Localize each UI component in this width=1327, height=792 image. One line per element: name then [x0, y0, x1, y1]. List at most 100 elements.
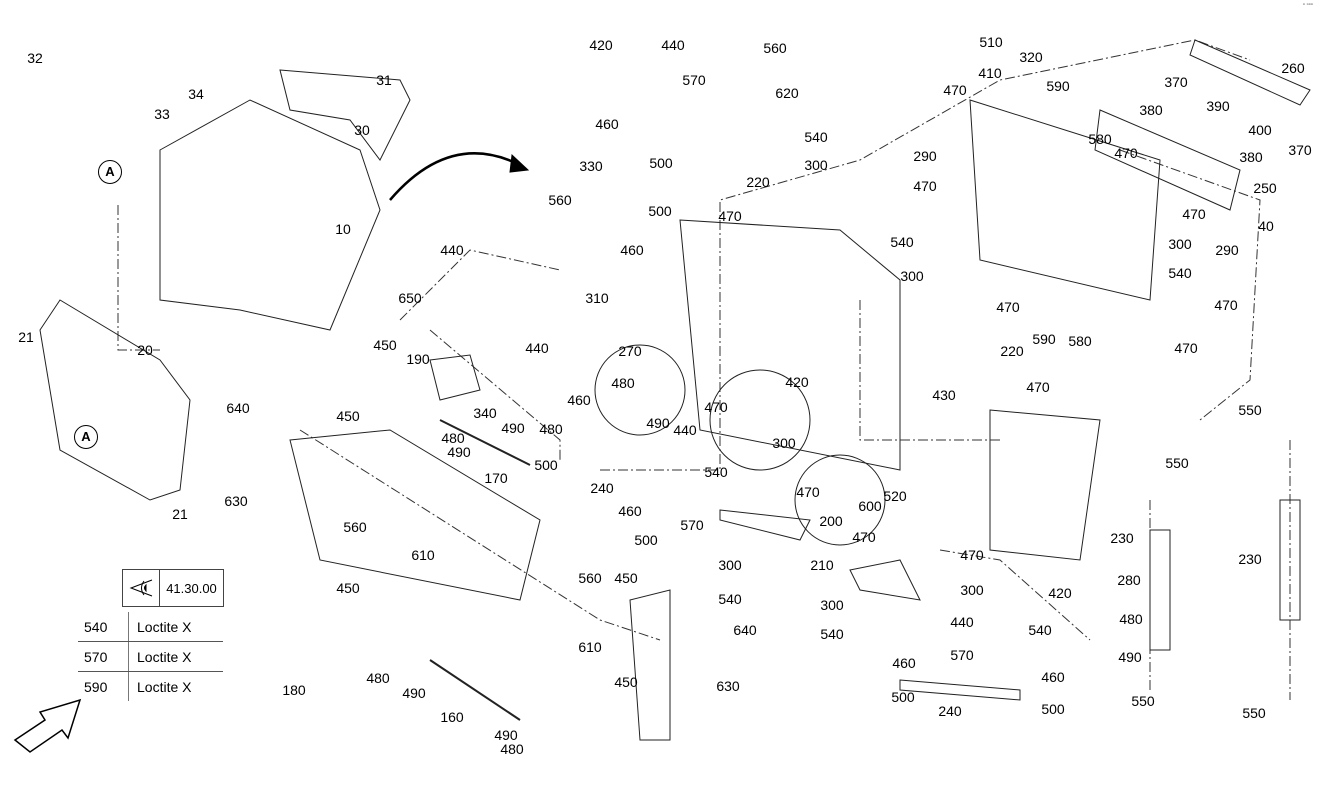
- part-callout[interactable]: 370: [1288, 142, 1312, 158]
- part-callout[interactable]: 470: [852, 529, 876, 545]
- part-callout[interactable]: 510: [979, 34, 1003, 50]
- part-callout[interactable]: 540: [1168, 265, 1192, 281]
- part-callout[interactable]: 10: [335, 221, 351, 237]
- part-callout[interactable]: 21: [172, 506, 188, 522]
- part-callout[interactable]: 460: [595, 116, 619, 132]
- part-callout[interactable]: 440: [525, 340, 549, 356]
- part-callout[interactable]: 300: [820, 597, 844, 613]
- part-callout[interactable]: 340: [473, 405, 497, 421]
- part-callout[interactable]: 420: [589, 37, 613, 53]
- part-callout[interactable]: 580: [1088, 131, 1112, 147]
- part-callout[interactable]: 280: [1117, 572, 1141, 588]
- part-callout[interactable]: 560: [763, 40, 787, 56]
- part-callout[interactable]: 490: [494, 727, 518, 743]
- part-callout[interactable]: 33: [154, 106, 170, 122]
- part-callout[interactable]: 470: [796, 484, 820, 500]
- part-callout[interactable]: 650: [398, 290, 422, 306]
- part-callout[interactable]: 480: [539, 421, 563, 437]
- part-callout[interactable]: 570: [682, 72, 706, 88]
- part-callout[interactable]: 490: [501, 420, 525, 436]
- part-callout[interactable]: 250: [1253, 180, 1277, 196]
- part-callout[interactable]: 470: [996, 299, 1020, 315]
- part-callout[interactable]: 630: [716, 678, 740, 694]
- part-callout[interactable]: 440: [950, 614, 974, 630]
- part-callout[interactable]: 480: [500, 741, 524, 757]
- part-callout[interactable]: 570: [950, 647, 974, 663]
- part-callout[interactable]: 470: [1214, 297, 1238, 313]
- part-callout[interactable]: 220: [746, 174, 770, 190]
- part-callout[interactable]: 500: [648, 203, 672, 219]
- part-callout[interactable]: 480: [1119, 611, 1143, 627]
- part-callout[interactable]: 610: [411, 547, 435, 563]
- part-callout[interactable]: 580: [1068, 333, 1092, 349]
- part-callout[interactable]: 540: [1028, 622, 1052, 638]
- part-callout[interactable]: 240: [590, 480, 614, 496]
- part-callout[interactable]: 300: [900, 268, 924, 284]
- part-callout[interactable]: 450: [373, 337, 397, 353]
- part-callout[interactable]: 610: [578, 639, 602, 655]
- part-callout[interactable]: 480: [366, 670, 390, 686]
- part-callout[interactable]: 470: [1026, 379, 1050, 395]
- part-callout[interactable]: 500: [649, 155, 673, 171]
- part-callout[interactable]: 490: [1118, 649, 1142, 665]
- part-callout[interactable]: 200: [819, 513, 843, 529]
- part-callout[interactable]: 560: [578, 570, 602, 586]
- part-callout[interactable]: 550: [1242, 705, 1266, 721]
- part-callout[interactable]: 550: [1165, 455, 1189, 471]
- part-callout[interactable]: 630: [224, 493, 248, 509]
- part-callout[interactable]: 330: [579, 158, 603, 174]
- part-callout[interactable]: 290: [913, 148, 937, 164]
- part-callout[interactable]: 500: [891, 689, 915, 705]
- part-callout[interactable]: 590: [1046, 78, 1070, 94]
- part-callout[interactable]: 440: [661, 37, 685, 53]
- part-callout[interactable]: 480: [441, 430, 465, 446]
- part-callout[interactable]: 480: [611, 375, 635, 391]
- part-callout[interactable]: 470: [1174, 340, 1198, 356]
- part-callout[interactable]: 430: [932, 387, 956, 403]
- part-callout[interactable]: 34: [188, 86, 204, 102]
- part-callout[interactable]: 300: [960, 582, 984, 598]
- part-callout[interactable]: 590: [1032, 331, 1056, 347]
- part-callout[interactable]: 640: [733, 622, 757, 638]
- part-callout[interactable]: 300: [718, 557, 742, 573]
- part-callout[interactable]: 560: [343, 519, 367, 535]
- part-callout[interactable]: 490: [402, 685, 426, 701]
- part-callout[interactable]: 30: [354, 122, 370, 138]
- part-callout[interactable]: 500: [634, 532, 658, 548]
- part-callout[interactable]: 300: [772, 435, 796, 451]
- part-callout[interactable]: 460: [620, 242, 644, 258]
- part-callout[interactable]: 440: [440, 242, 464, 258]
- part-callout[interactable]: 420: [785, 374, 809, 390]
- part-callout[interactable]: 21: [18, 329, 34, 345]
- part-callout[interactable]: 460: [892, 655, 916, 671]
- part-callout[interactable]: 600: [858, 498, 882, 514]
- part-callout[interactable]: 470: [960, 547, 984, 563]
- part-callout[interactable]: 190: [406, 351, 430, 367]
- part-callout[interactable]: 540: [804, 129, 828, 145]
- part-callout[interactable]: 230: [1110, 530, 1134, 546]
- part-callout[interactable]: 170: [484, 470, 508, 486]
- part-callout[interactable]: 290: [1215, 242, 1239, 258]
- part-callout[interactable]: 460: [1041, 669, 1065, 685]
- part-callout[interactable]: 470: [704, 399, 728, 415]
- part-callout[interactable]: 560: [548, 192, 572, 208]
- part-callout[interactable]: 500: [534, 457, 558, 473]
- part-callout[interactable]: 520: [883, 488, 907, 504]
- part-callout[interactable]: 470: [1114, 145, 1138, 161]
- part-callout[interactable]: 470: [943, 82, 967, 98]
- part-callout[interactable]: 380: [1139, 102, 1163, 118]
- part-callout[interactable]: 420: [1048, 585, 1072, 601]
- part-callout[interactable]: 160: [440, 709, 464, 725]
- part-callout[interactable]: 410: [978, 65, 1002, 81]
- part-callout[interactable]: 540: [820, 626, 844, 642]
- part-callout[interactable]: 300: [804, 157, 828, 173]
- part-callout[interactable]: 31: [376, 72, 392, 88]
- part-callout[interactable]: 320: [1019, 49, 1043, 65]
- part-callout[interactable]: 470: [1182, 206, 1206, 222]
- part-callout[interactable]: 460: [618, 503, 642, 519]
- part-callout[interactable]: 570: [680, 517, 704, 533]
- part-callout[interactable]: 440: [673, 422, 697, 438]
- part-callout[interactable]: 390: [1206, 98, 1230, 114]
- part-callout[interactable]: 380: [1239, 149, 1263, 165]
- part-callout[interactable]: 450: [614, 674, 638, 690]
